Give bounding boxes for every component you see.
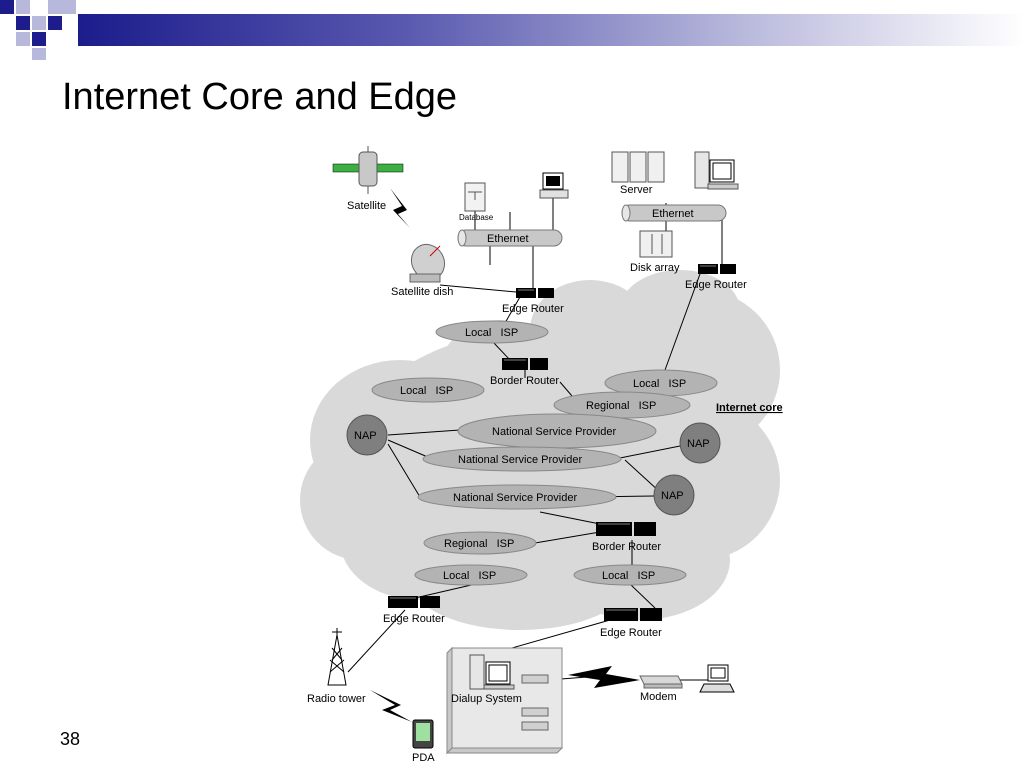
label-internet-core: Internet core [716, 402, 783, 414]
disk-array-icon [639, 230, 673, 258]
edge-router-top-left-icon [516, 288, 554, 298]
isp-ovals [371, 320, 718, 586]
circle-nap-right-bottom [653, 474, 695, 516]
ethernet-bus-right [621, 204, 727, 222]
workstation-icon-right [694, 151, 739, 190]
border-router-bottom-icon [596, 522, 656, 536]
label-edge-router-bottom-left: Edge Router [383, 613, 445, 625]
routers [388, 264, 736, 621]
edge-router-bottom-right-icon [604, 608, 662, 621]
label-ethernet-left: Ethernet [487, 233, 529, 245]
label-local-isp-right: Local ISP [633, 378, 686, 390]
label-local-isp-left: Local ISP [400, 385, 453, 397]
label-local-isp-top: Local ISP [465, 327, 518, 339]
label-database: Database [459, 213, 494, 222]
oval-local-isp-bottom-right [573, 564, 687, 586]
label-radio-tower: Radio tower [307, 693, 366, 705]
label-nap-left: NAP [354, 430, 377, 442]
modem-icon [639, 675, 683, 689]
oval-nsp-2 [422, 446, 622, 472]
label-border-router-bottom: Border Router [592, 541, 661, 553]
label-regional-isp-bottom: Regional ISP [444, 538, 514, 550]
label-dialup-system: Dialup System [451, 693, 522, 705]
label-server: Server [620, 184, 653, 196]
dialup-bolt [568, 666, 640, 688]
connection-lines [347, 198, 723, 681]
oval-local-isp-top [435, 320, 549, 344]
database-icon [464, 182, 486, 212]
page-number: 38 [60, 729, 81, 749]
label-edge-router-top-right: Edge Router [685, 279, 747, 291]
label-pda: PDA [412, 752, 435, 764]
wireless-bolt-radio [370, 690, 412, 722]
laptop-icon [699, 664, 735, 693]
label-nap-right-top: NAP [687, 438, 710, 450]
workstation-icon-left [539, 172, 569, 199]
label-border-router-top: Border Router [490, 375, 559, 387]
dialup-modems [521, 674, 549, 731]
label-disk-array: Disk array [630, 262, 680, 274]
ethernet-bus-left [457, 229, 563, 247]
label-regional-isp-top: Regional ISP [586, 400, 656, 412]
label-nap-right-bottom: NAP [661, 490, 684, 502]
border-router-top-icon [502, 358, 548, 370]
label-nsp-1: National Service Provider [492, 426, 616, 438]
label-nsp-3: National Service Provider [453, 492, 577, 504]
circle-nap-right-top [679, 422, 721, 464]
wireless-bolt-satellite [390, 188, 410, 228]
satellite-icon [332, 146, 404, 194]
circle-nap-left [346, 414, 388, 456]
server-icon [611, 151, 665, 183]
label-edge-router-bottom-right: Edge Router [600, 627, 662, 639]
oval-local-isp-left [371, 377, 485, 403]
slide-title: Internet Core and Edge [62, 76, 458, 118]
dialup-computer-icon [469, 654, 515, 690]
radio-tower-icon [327, 628, 347, 686]
label-satellite: Satellite [347, 200, 386, 212]
oval-regional-isp-bottom [423, 531, 537, 555]
oval-nsp-3 [417, 484, 617, 510]
nap-circles [346, 414, 721, 516]
label-ethernet-right: Ethernet [652, 208, 694, 220]
pda-icon [412, 719, 434, 749]
label-modem: Modem [640, 691, 677, 703]
edge-router-top-right-icon [698, 264, 736, 274]
label-local-isp-bottom-right: Local ISP [602, 570, 655, 582]
label-nsp-2: National Service Provider [458, 454, 582, 466]
header-gradient-bar [78, 14, 1024, 46]
oval-local-isp-bottom-left [414, 564, 528, 586]
label-local-isp-bottom-left: Local ISP [443, 570, 496, 582]
corner-decoration [0, 0, 76, 60]
edge-router-bottom-left-icon [388, 596, 440, 608]
label-satellite-dish: Satellite dish [391, 286, 453, 298]
satellite-dish-icon [409, 243, 446, 283]
label-edge-router-top-left: Edge Router [502, 303, 564, 315]
